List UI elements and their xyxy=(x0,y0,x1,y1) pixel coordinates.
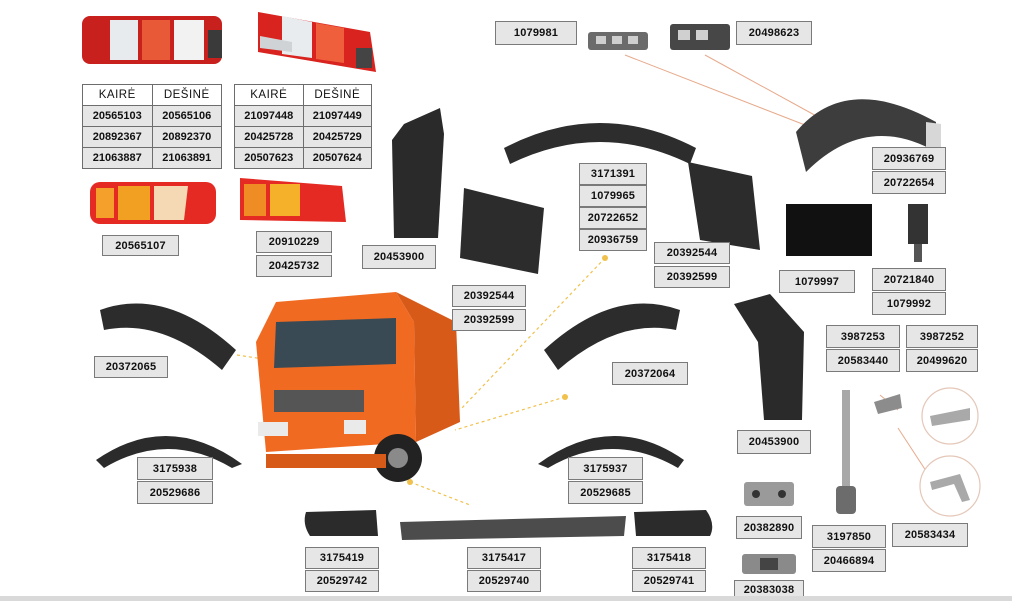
detail-insets-image xyxy=(874,387,981,517)
table-row: 20565103 20565106 xyxy=(82,105,222,127)
part-label: 3171391 xyxy=(579,163,647,185)
part-label: 1079965 xyxy=(579,185,647,207)
bumper-corner-right-image xyxy=(634,510,713,536)
table-cell: 20507624 xyxy=(302,147,372,169)
table-header: KAIRĖ xyxy=(82,84,153,106)
table-row: 20892367 20892370 xyxy=(82,126,222,148)
table-header: KAIRĖ xyxy=(234,84,304,106)
part-label: 20453900 xyxy=(737,430,811,454)
part-label: 3175937 xyxy=(568,457,643,480)
part-label: 20499620 xyxy=(906,349,978,372)
table-row: 20425728 20425729 xyxy=(234,126,372,148)
part-label: 20383038 xyxy=(734,580,804,600)
part-label: 20721840 xyxy=(872,268,946,291)
table-cell: 21063887 xyxy=(82,147,153,169)
table-cell: 20425728 xyxy=(234,126,304,148)
part-label: 20529686 xyxy=(137,481,213,504)
part-label: 20392544 xyxy=(654,242,730,264)
part-label: 20583434 xyxy=(892,523,968,547)
part-label: 3987253 xyxy=(826,325,900,348)
part-label: 20565107 xyxy=(102,235,179,256)
part-label: 20722654 xyxy=(872,171,946,194)
mudguard-quarter-image xyxy=(796,99,941,172)
part-label: 20392599 xyxy=(452,309,526,331)
rear-lamp-amber-left-image xyxy=(90,182,216,224)
table-row: 20507623 20507624 xyxy=(234,147,372,169)
part-label: 20372065 xyxy=(94,356,168,378)
bumper-corner-left-image xyxy=(304,510,378,536)
rear-lamp-left-image xyxy=(82,16,222,64)
bracket-20498623-image xyxy=(670,24,730,50)
table-row: 21097448 21097449 xyxy=(234,105,372,127)
table-cell: 20565103 xyxy=(82,105,153,127)
part-label: 20372064 xyxy=(612,362,688,385)
part-label: 3175419 xyxy=(305,547,379,569)
wheel-arch-left-image xyxy=(96,435,242,468)
table-cell: 20892367 xyxy=(82,126,153,148)
part-label: 20529740 xyxy=(467,570,541,592)
table-cell: 21097449 xyxy=(302,105,372,127)
mudflap-left-image xyxy=(460,188,544,274)
hinge-20382890-image xyxy=(744,482,794,506)
part-label: 3175417 xyxy=(467,547,541,569)
fender-center-image xyxy=(504,123,696,164)
table-row: 21063887 21063891 xyxy=(82,147,222,169)
part-label: 3987252 xyxy=(906,325,978,348)
part-label: 20529741 xyxy=(632,570,706,592)
part-label: 20425732 xyxy=(256,255,332,277)
table-cell: 20565106 xyxy=(151,105,222,127)
splash-guard-upper-image xyxy=(392,108,444,238)
part-label: 20392544 xyxy=(452,285,526,307)
table-header: DEŠINĖ xyxy=(151,84,222,106)
rear-lamp-right-image xyxy=(258,12,376,72)
table-cell: 20892370 xyxy=(151,126,222,148)
table-header: DEŠINĖ xyxy=(302,84,372,106)
hinge-20383038-image xyxy=(742,554,796,574)
part-label: 20936759 xyxy=(579,229,647,251)
part-label: 1079992 xyxy=(872,292,946,315)
support-pin-image xyxy=(836,390,856,514)
part-label: 20453900 xyxy=(362,245,436,269)
table-cell: 20425729 xyxy=(302,126,372,148)
part-label: 20382890 xyxy=(736,516,802,539)
part-label: 3175938 xyxy=(137,457,213,480)
splash-guard-lower-image xyxy=(734,294,804,420)
wheel-arch-right-image xyxy=(538,435,684,468)
bracket-20721840-image xyxy=(908,204,928,262)
part-label: 20722652 xyxy=(579,207,647,229)
part-label: 20583440 xyxy=(826,349,900,372)
part-label: 20498623 xyxy=(736,21,812,45)
truck-image xyxy=(256,292,460,482)
part-label: 20910229 xyxy=(256,231,332,253)
table-cell: 21063891 xyxy=(151,147,222,169)
bracket-1079981-image xyxy=(588,32,648,50)
rear-lamp-amber-right-image xyxy=(240,178,346,222)
lamp-table-2: KAIRĖ DEŠINĖ 21097448 21097449 20425728 … xyxy=(234,84,372,169)
fender-left-image xyxy=(100,303,236,370)
part-label: 3197850 xyxy=(812,525,886,548)
part-label: 20392599 xyxy=(654,266,730,288)
part-label: 1079997 xyxy=(779,270,855,293)
part-label: 20529685 xyxy=(568,481,643,504)
page-bottom-edge xyxy=(0,596,1012,601)
lamp-table-1: KAIRĖ DEŠINĖ 20565103 20565106 20892367 … xyxy=(82,84,222,169)
table-cell: 20507623 xyxy=(234,147,304,169)
part-label: 20936769 xyxy=(872,147,946,170)
part-label: 1079981 xyxy=(495,21,577,45)
part-label: 20466894 xyxy=(812,549,886,572)
mudflap-right-image xyxy=(688,162,760,250)
part-label: 20529742 xyxy=(305,570,379,592)
table-cell: 21097448 xyxy=(234,105,304,127)
part-label: 3175418 xyxy=(632,547,706,569)
bumper-center-image xyxy=(400,516,626,540)
fender-right-image xyxy=(544,303,680,370)
panel-1079997-image xyxy=(786,204,872,256)
